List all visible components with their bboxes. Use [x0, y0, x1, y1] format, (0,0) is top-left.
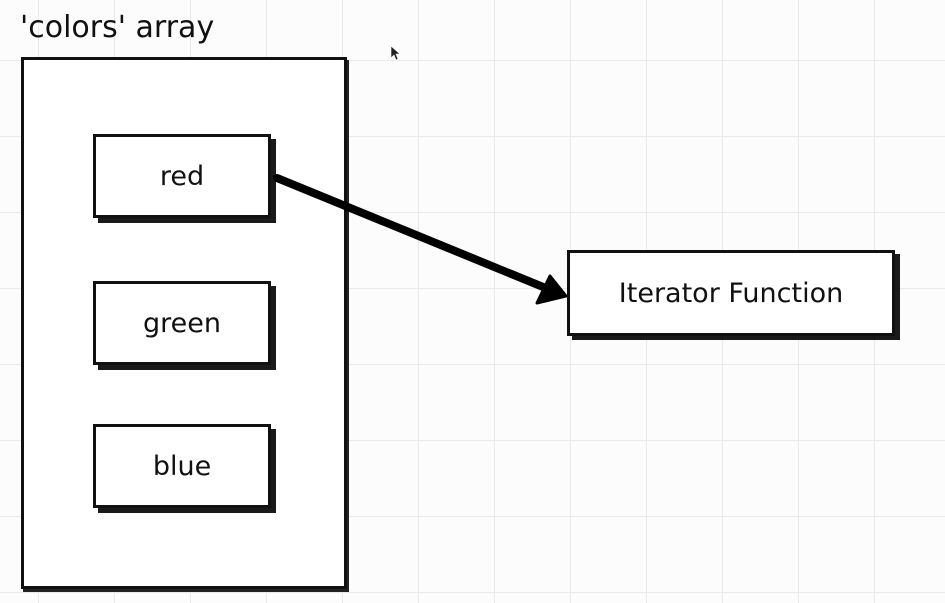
array-item-label: blue — [152, 450, 212, 482]
array-item-label: red — [159, 160, 205, 192]
array-item-green: green — [93, 281, 271, 365]
arrow-head — [535, 274, 568, 305]
iterator-function-box: Iterator Function — [567, 250, 895, 336]
array-title: 'colors' array — [20, 10, 215, 45]
iterator-function-label: Iterator Function — [618, 277, 844, 309]
array-item-label: green — [143, 307, 221, 339]
mouse-pointer-icon — [390, 45, 400, 61]
array-item-red: red — [93, 134, 271, 218]
array-item-blue: blue — [93, 424, 271, 508]
